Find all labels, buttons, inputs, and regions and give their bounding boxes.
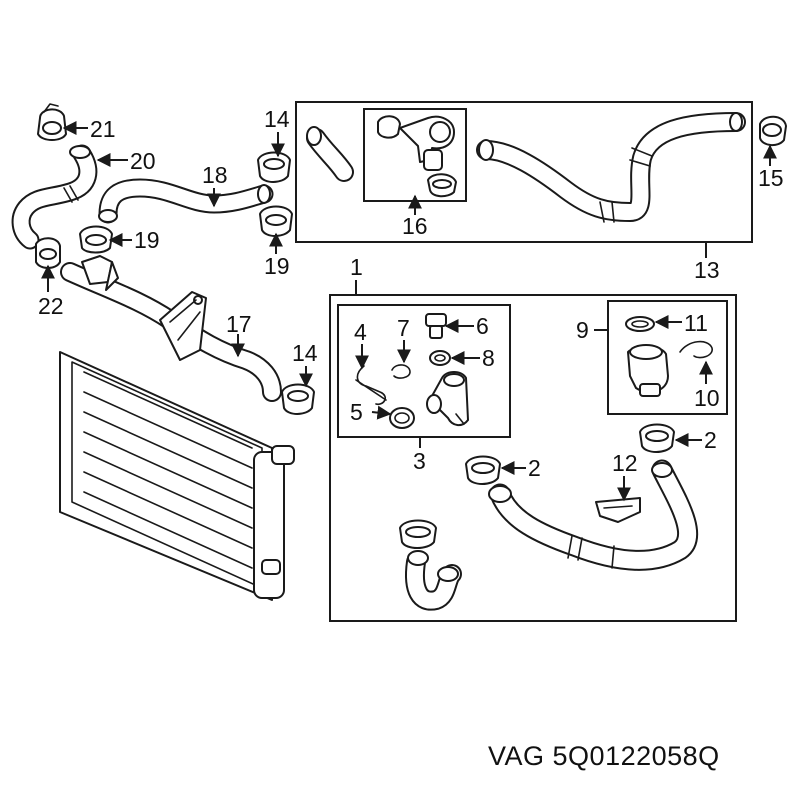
callout-8: 8	[482, 345, 495, 371]
clip-7	[391, 364, 411, 379]
group-frame-3	[337, 304, 511, 438]
clamp-19-right	[259, 205, 293, 237]
pipe-17	[60, 255, 282, 402]
callout-21: 21	[90, 116, 116, 142]
hose-18	[98, 178, 274, 224]
clamp-lower-left	[399, 519, 437, 549]
callout-9: 9	[576, 317, 589, 343]
callout-12: 12	[612, 450, 638, 476]
callout-4: 4	[354, 319, 367, 345]
callout-19-left: 19	[134, 227, 160, 253]
hose-20	[11, 144, 98, 250]
callout-2-right: 2	[704, 427, 717, 453]
callout-7: 7	[397, 315, 410, 341]
sensor-6	[425, 313, 447, 339]
group-frame-1	[329, 294, 737, 622]
callout-10: 10	[694, 385, 720, 411]
callout-13: 13	[694, 257, 720, 283]
callout-14-upper: 14	[264, 106, 290, 132]
callout-16: 16	[402, 213, 428, 239]
oring-5	[389, 407, 415, 429]
clamp-22	[35, 237, 61, 269]
clip-4	[355, 365, 387, 406]
housing-3	[426, 371, 469, 426]
hose-13-small	[306, 126, 354, 182]
callout-18: 18	[202, 162, 228, 188]
callout-20: 20	[130, 148, 156, 174]
hose-1-main	[488, 459, 699, 571]
clamp-14-lower	[281, 383, 315, 415]
group-frame-13	[295, 101, 753, 243]
clamp-15	[759, 115, 787, 146]
clamp-2-right	[639, 423, 675, 453]
callout-11: 11	[684, 310, 708, 336]
group-frame-9	[607, 300, 728, 415]
callout-2-left: 2	[528, 455, 541, 481]
callout-6: 6	[476, 313, 489, 339]
radiator	[59, 351, 295, 601]
brand-label: VAG	[488, 741, 545, 771]
part-number-label: 5Q0122058Q	[552, 741, 720, 771]
callout-3: 3	[413, 448, 426, 474]
callout-15: 15	[758, 165, 784, 191]
clamp-2-left	[465, 455, 501, 485]
oring-8	[429, 350, 451, 366]
callout-19-right: 19	[264, 253, 290, 279]
hose-lower-u	[405, 550, 462, 611]
clip-10	[679, 340, 713, 359]
housing-9	[627, 344, 669, 397]
callout-5: 5	[350, 399, 363, 425]
callout-17: 17	[226, 311, 252, 337]
clamp-14-upper	[257, 151, 291, 183]
clamp-19-left	[79, 225, 113, 254]
hose-13	[476, 112, 746, 223]
connector-16	[377, 115, 457, 198]
part-number-caption: VAG 5Q0122058Q	[488, 741, 720, 772]
clamp-21	[37, 103, 67, 141]
callout-1: 1	[350, 254, 363, 280]
callout-22: 22	[38, 293, 64, 319]
oring-11	[625, 316, 655, 332]
bracket-12	[595, 497, 641, 523]
callout-14-lower: 14	[292, 340, 318, 366]
